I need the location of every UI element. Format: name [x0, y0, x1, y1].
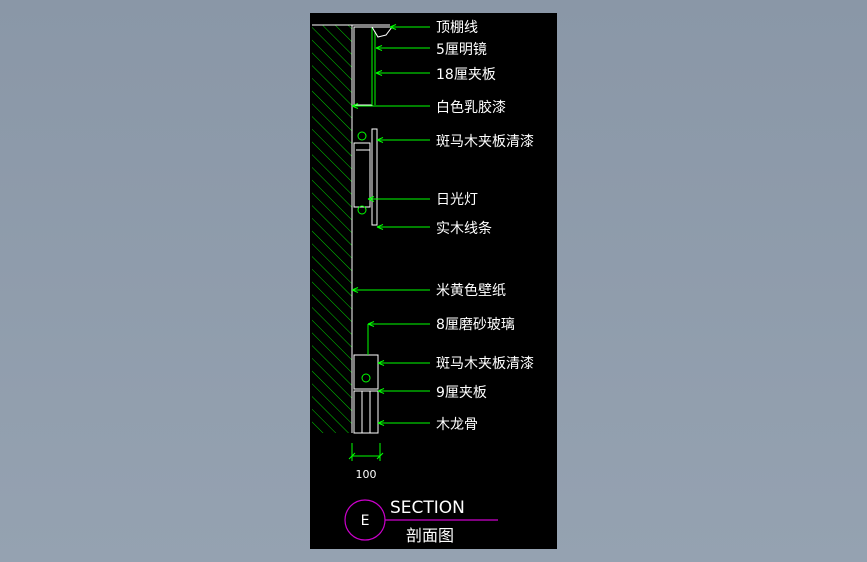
label-zebrawood-varnish-2: 斑马木夹板清漆 — [436, 356, 534, 372]
label-ceiling-line: 顶棚线 — [436, 20, 478, 36]
label-plywood-9: 9厘夹板 — [436, 385, 487, 401]
fluorescent-tube — [357, 205, 367, 215]
label-zebrawood-varnish: 斑马木夹板清漆 — [436, 134, 534, 150]
dimension-tick-left — [348, 452, 356, 460]
leader-arrow — [375, 45, 383, 51]
label-white-latex-paint: 白色乳胶漆 — [436, 99, 506, 116]
label-mirror: 5厘明镜 — [436, 42, 487, 58]
light-box — [353, 142, 371, 208]
leader-arrow — [375, 70, 383, 76]
label-frosted-glass: 8厘磨砂玻璃 — [436, 316, 515, 333]
leader-arrow — [376, 137, 384, 143]
leader-arrow — [351, 287, 359, 293]
section-marker-letter: E — [361, 513, 370, 529]
cad-viewport: 顶棚线 5厘明镜 18厘夹板 白色乳胶漆 斑马木夹板清漆 日光灯 实木线条 米黄… — [310, 13, 557, 549]
wall-hatch — [312, 25, 352, 433]
label-solid-wood-trim: 实木线条 — [436, 220, 492, 237]
leader-arrow — [389, 24, 397, 30]
leader-arrow — [376, 224, 384, 230]
zebrawood-panel — [371, 128, 378, 226]
frosted-glass-box — [353, 354, 379, 390]
leader-arrow — [377, 360, 385, 366]
label-plywood-18: 18厘夹板 — [436, 67, 496, 83]
ceiling-cornice — [371, 26, 393, 38]
leader-arrow — [351, 103, 359, 109]
section-title: SECTION — [390, 498, 465, 518]
plywood-base — [353, 390, 379, 434]
dimension-value: 100 — [356, 468, 377, 481]
label-beige-wallpaper: 米黄色壁纸 — [436, 282, 506, 299]
section-subtitle: 剖面图 — [406, 526, 454, 545]
label-fluorescent-lamp: 日光灯 — [436, 192, 478, 208]
leader-arrow — [367, 196, 375, 202]
leader-lines — [351, 24, 430, 426]
section-drawing: 顶棚线 5厘明镜 18厘夹板 白色乳胶漆 斑马木夹板清漆 日光灯 实木线条 米黄… — [312, 20, 534, 545]
fluorescent-tube-top — [357, 131, 367, 141]
leader-arrow — [367, 321, 375, 327]
dimension-tick-right — [376, 452, 384, 460]
label-wood-keel: 木龙骨 — [436, 417, 478, 433]
leader-arrow — [377, 420, 385, 426]
mirror-panel — [353, 26, 373, 106]
bottom-light — [361, 373, 371, 383]
leader-arrow — [377, 388, 385, 394]
